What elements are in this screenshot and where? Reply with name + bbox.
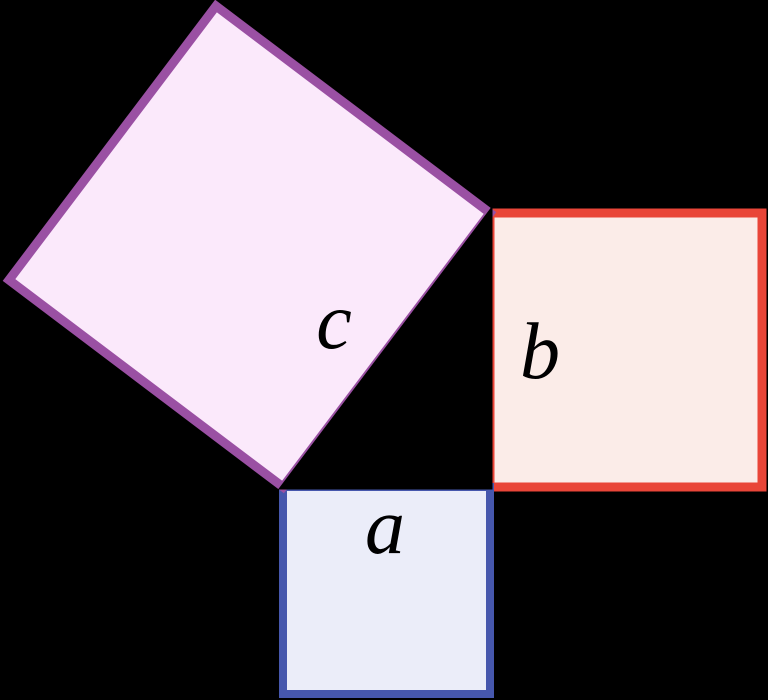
label-hypotenuse-c: c xyxy=(316,278,352,366)
square-on-side-b xyxy=(485,208,767,492)
right-triangle xyxy=(277,205,493,490)
label-side-b: b xyxy=(520,308,560,396)
label-side-a: a xyxy=(365,483,405,571)
